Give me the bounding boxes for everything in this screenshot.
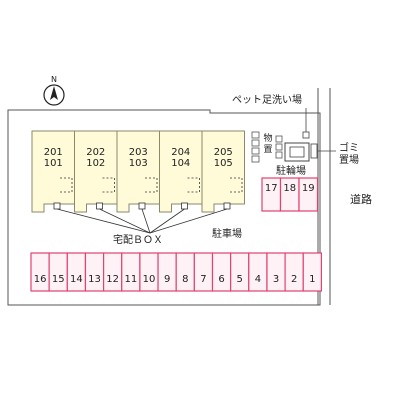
delivery-connector-line [149,208,185,234]
delivery-box-icon [96,202,103,210]
parking-space-number: 16 [34,274,47,285]
parking-space-number: 2 [291,274,297,285]
parking-space-number: 17 [265,183,278,194]
parking-space: 18 [279,177,300,212]
parking-space: 1 [302,252,322,292]
parking-row-bottom: 16 15 14 13 12 11 10 9 8 7 6 5 4 3 2 1 [30,252,322,292]
delivery-box-icon [53,202,61,210]
unit-number-upper: 201 [44,147,63,158]
delivery-box-icon [181,202,188,210]
north-compass-icon: N [43,75,65,106]
parking-space: 10 [139,252,159,292]
delivery-box-icon [223,202,231,210]
parking-lot-label: 駐車場 [212,227,242,240]
parking-space-number: 18 [283,183,296,194]
unit-outline [31,130,75,213]
parking-space: 8 [175,252,195,292]
unit-number-upper: 202 [86,147,105,158]
pet-wash-station-icon [302,131,310,139]
parking-space-number: 13 [88,274,101,285]
unit-number-lower: 103 [129,158,148,169]
parking-space: 7 [193,252,214,292]
parking-space-number: 7 [200,274,206,285]
unit-number-lower: 104 [171,158,190,169]
garbage-label-2: 置場 [339,153,359,166]
unit-number-lower: 101 [44,158,63,169]
bicycle-rack-left [251,131,260,163]
unit-outline [201,130,245,213]
pet-wash-label: ペット足洗い場 [232,93,302,106]
bicycle-parking-inner [289,146,305,158]
delivery-box-icon [138,202,146,210]
parking-space-number: 19 [302,183,315,194]
parking-space: 3 [266,252,286,292]
unit-number-upper: 204 [171,147,190,158]
entrance-outline [230,177,243,193]
unit-number-lower: 102 [86,158,105,169]
parking-space: 5 [230,252,250,292]
parking-space-number: 10 [143,274,156,285]
parking-space: 15 [48,252,68,292]
bicycle-parking-label: 駐輪場 [276,164,306,177]
entrance-outline [60,177,73,193]
unit-outline [116,130,160,213]
delivery-connector-line [99,208,151,234]
delivery-connector-line [141,208,151,234]
facilities-area: 物 置 [251,108,336,163]
unit-number-upper: 205 [214,147,233,158]
parking-space-number: 11 [124,274,137,285]
garbage-label-1: ゴミ [339,141,359,154]
parking-space: 14 [66,252,87,292]
parking-space-number: 4 [255,274,261,285]
compass-north-label: N [51,75,57,84]
storage-label-2: 置 [263,144,272,155]
unit-number-lower: 105 [214,158,233,169]
parking-space-number: 1 [309,274,315,285]
road-label: 道路 [350,192,372,206]
entrance-outline [145,177,158,193]
parking-space: 2 [284,252,304,292]
parking-space: 6 [211,252,232,292]
parking-space: 12 [102,252,123,292]
parking-space-number: 3 [273,274,279,285]
unit-outline [74,130,118,213]
parking-space-number: 15 [52,274,65,285]
delivery-box-label: 宅配ＢＯＸ [113,233,163,246]
parking-space: 16 [30,252,50,292]
parking-row-right: 17 18 19 [261,177,319,212]
delivery-connector-line [149,208,228,234]
storage-label-1: 物 [263,132,272,144]
parking-space: 13 [84,252,105,292]
delivery-connector-line [56,208,151,234]
parking-space-number: 6 [218,274,224,285]
parking-space-number: 9 [164,274,170,285]
parking-space-number: 8 [182,274,188,285]
parking-space: 4 [248,252,268,292]
parking-space-number: 5 [237,274,243,285]
parking-space: 11 [121,252,141,292]
entrance-outline [102,177,115,193]
entrance-outline [187,177,200,193]
garbage-station-box [310,143,318,159]
parking-space-number: 12 [106,274,119,285]
site-boundary [7,109,321,306]
parking-space: 9 [157,252,177,292]
unit-outline [159,130,203,213]
delivery-box-connectors [56,208,228,234]
parking-space-number: 14 [70,274,83,285]
unit-number-upper: 203 [129,147,148,158]
bicycle-rack-right [275,135,283,159]
parking-space: 19 [298,177,319,212]
parking-space: 17 [261,177,282,212]
